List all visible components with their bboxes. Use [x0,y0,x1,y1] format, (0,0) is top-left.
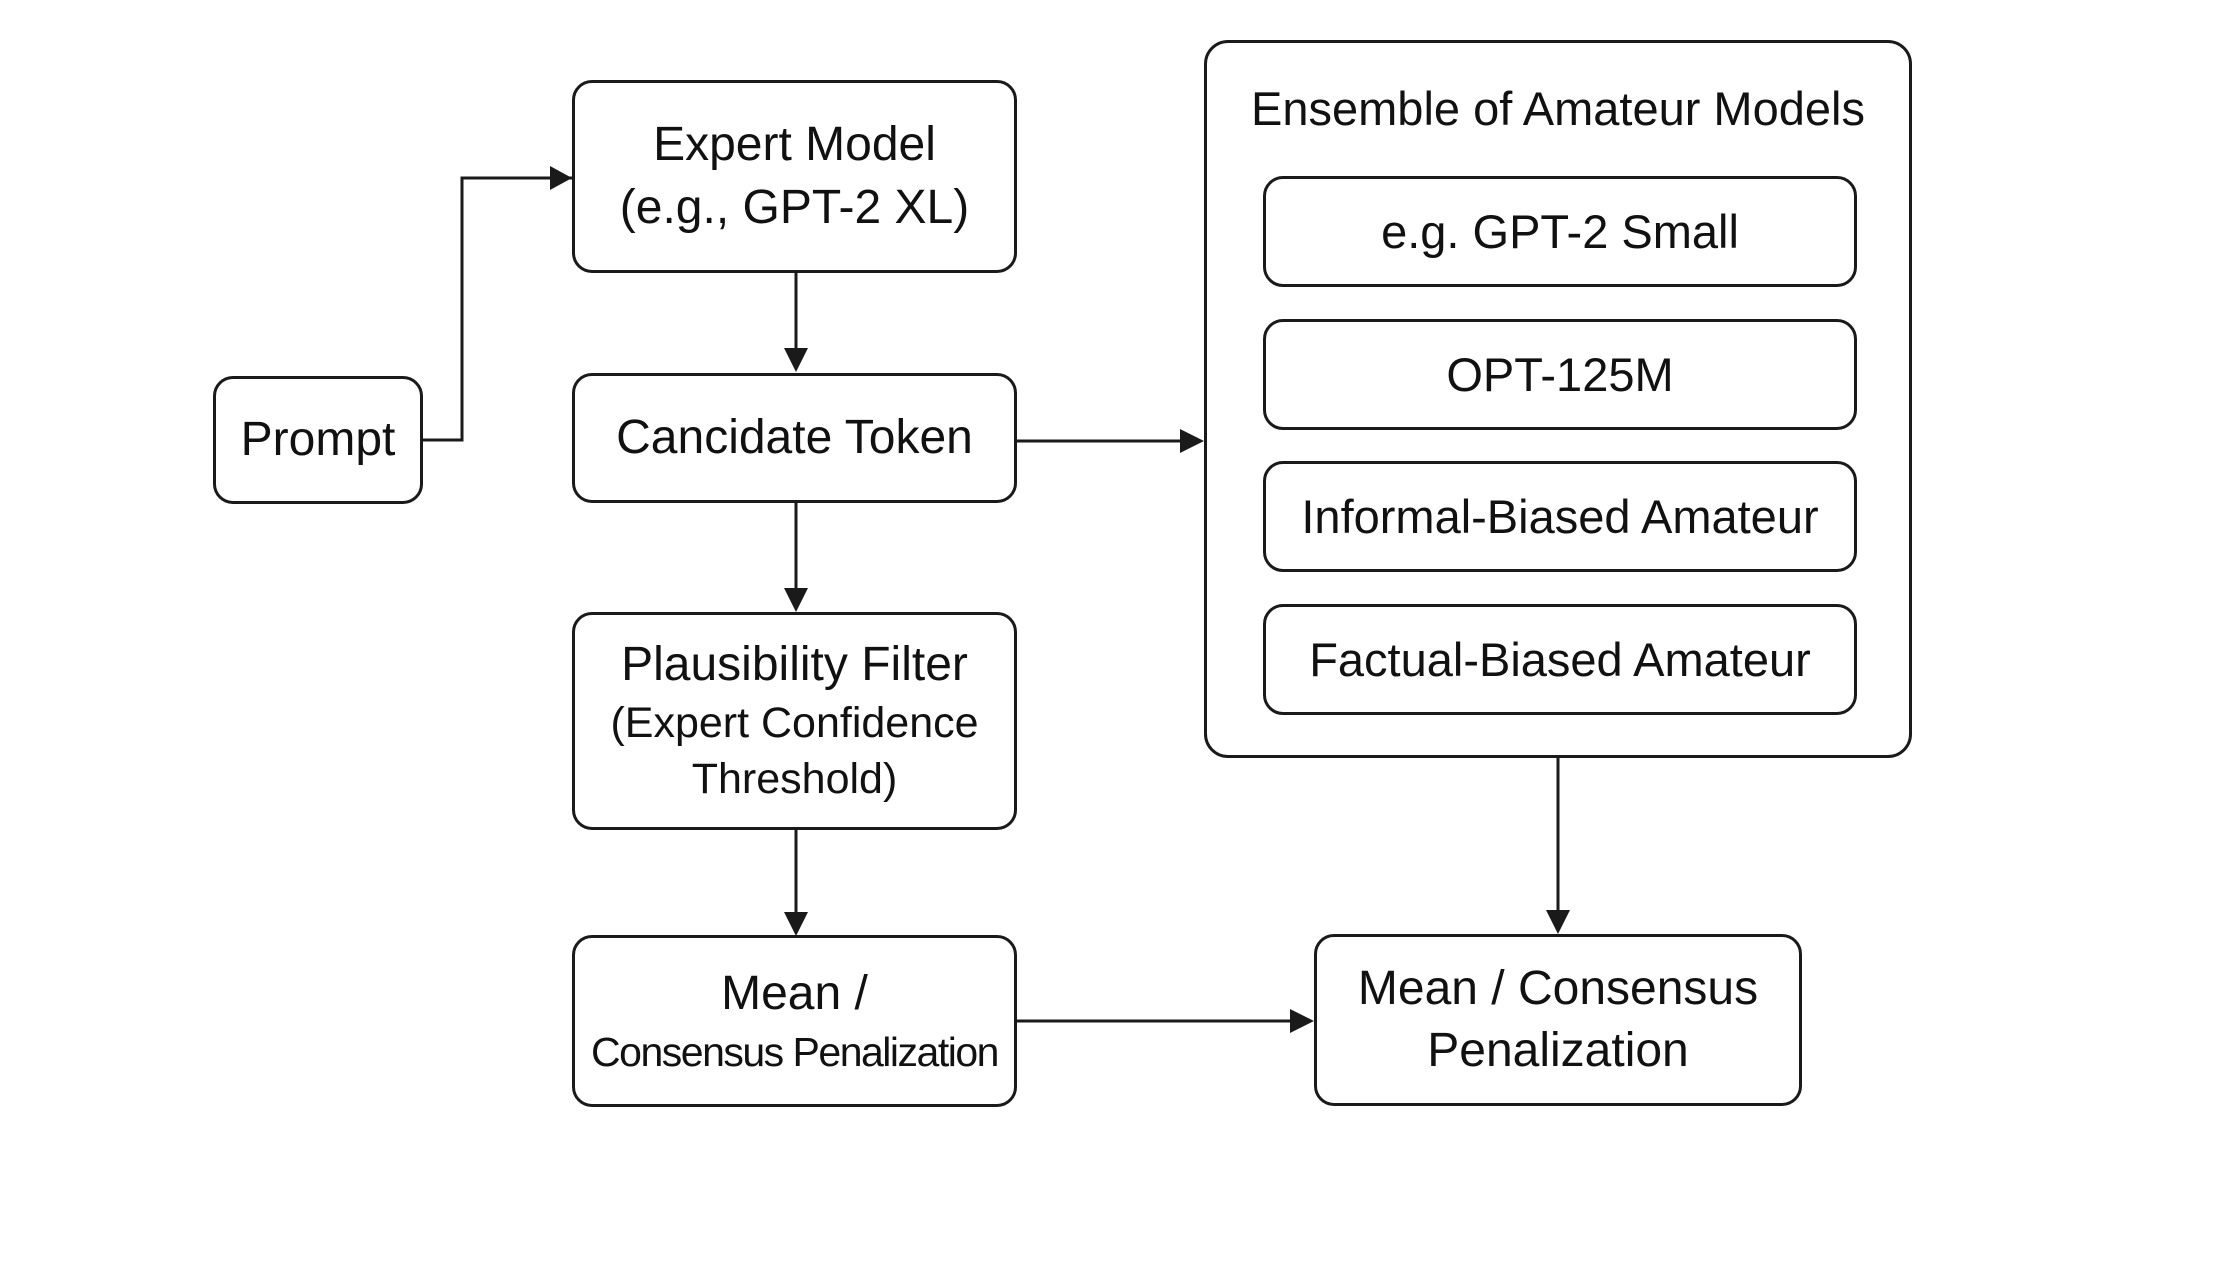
edge-prompt-to-expert [422,176,572,442]
node-mean-penalization-right-line1: Mean / Consensus [1357,961,1759,1015]
arrowhead-ensemble-to-mean-right [1546,910,1570,934]
arrowhead-prompt-to-expert [550,166,572,190]
node-expert-model: Expert Model (e.g., GPT-2 XL) [572,80,1017,273]
node-prompt-label: Prompt [240,412,396,466]
ensemble-member-opt-125m: OPT-125M [1263,319,1857,430]
ensemble-member-factual-biased: Factual-Biased Amateur [1263,604,1857,715]
node-candidate-token-label: Cancidate Token [616,410,973,464]
node-expert-model-title: Expert Model [653,118,936,172]
ensemble-member-gpt2-small: e.g. GPT-2 Small [1263,176,1857,287]
ensemble-of-amateur-models: Ensemble of Amateur Models e.g. GPT-2 Sm… [1204,40,1912,758]
node-candidate-token: Cancidate Token [572,373,1017,503]
ensemble-title: Ensemble of Amateur Models [1251,82,1865,135]
node-expert-model-example: (e.g., GPT-2 XL) [619,180,970,234]
arrowhead-candidate-to-ensemble [1180,429,1204,453]
node-plausibility-filter: Plausibility Filter (Expert Confidence T… [572,612,1017,830]
node-mean-penalization-right-line2: Penalization [1427,1024,1689,1077]
arrowhead-mean-left-to-mean-right [1290,1009,1314,1033]
node-mean-penalization-left: Mean / Consensus Penalization [572,935,1017,1107]
node-plausibility-filter-detail-1: (Expert Confidence [610,699,979,748]
node-mean-penalization-left-line2: Consensus Penalization [591,1028,999,1075]
arrowhead-candidate-to-plausibility [784,588,808,612]
node-prompt: Prompt [213,376,423,504]
node-plausibility-filter-detail-2: Threshold) [691,755,898,804]
arrowhead-plausibility-to-mean-left [784,912,808,936]
arrowhead-expert-to-candidate [784,348,808,372]
node-mean-penalization-right: Mean / Consensus Penalization [1314,934,1802,1106]
ensemble-member-informal-biased: Informal-Biased Amateur [1263,461,1857,572]
node-plausibility-filter-title: Plausibility Filter [621,637,968,691]
node-mean-penalization-left-line1: Mean / [721,967,868,1021]
